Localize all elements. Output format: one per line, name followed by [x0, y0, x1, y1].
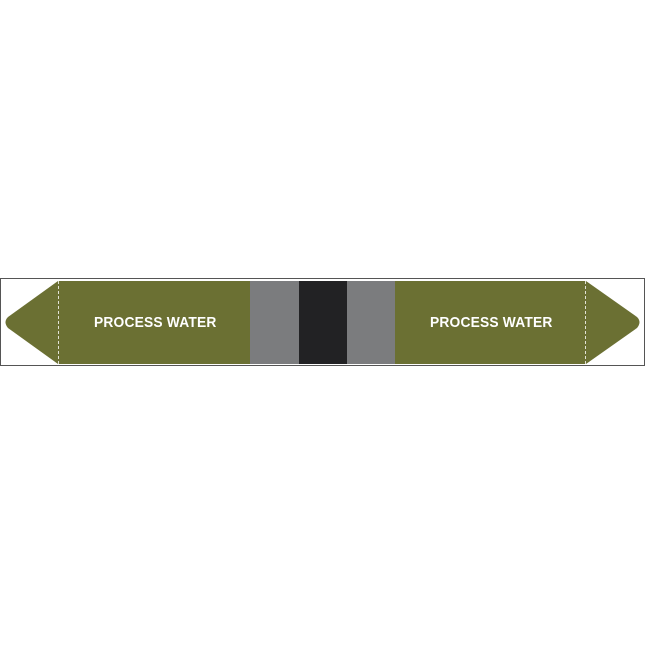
pipe-marker	[5, 281, 640, 364]
arrow-left-icon	[5, 281, 58, 364]
gray-band-left	[250, 281, 299, 364]
right-color-field	[395, 281, 586, 364]
black-band	[299, 281, 347, 364]
gray-band-right	[347, 281, 395, 364]
label-left: PROCESS WATER	[94, 314, 217, 331]
left-color-field	[58, 281, 250, 364]
arrow-right-icon	[586, 281, 640, 364]
label-right: PROCESS WATER	[430, 314, 553, 331]
